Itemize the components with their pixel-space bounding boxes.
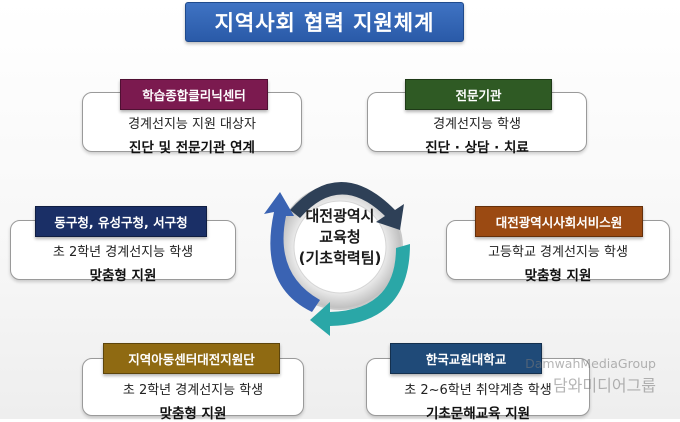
node-social-action: 맞춤형 지원 — [524, 268, 592, 284]
center-line-1: 대전광역시 — [305, 207, 375, 225]
cycle-graphic — [264, 182, 410, 336]
node-child-desc: 초 2학년 경계선지능 학생 — [122, 383, 264, 398]
node-tag-expert: 전문기관 — [405, 79, 552, 110]
cycle-arrow-dark — [290, 182, 404, 230]
center-line-2: 교육청 — [319, 228, 361, 246]
center-label: 대전광역시 교육청 (기초학력팀) — [285, 206, 395, 269]
cycle-inner — [293, 200, 387, 294]
cycle-arrow-blue — [264, 192, 320, 312]
watermark-en: DamwahMediaGroup — [525, 356, 656, 371]
node-clinic-action: 진단 및 전문기관 연계 — [129, 140, 255, 156]
node-child-action: 맞춤형 지원 — [159, 406, 227, 422]
node-knue-desc: 초 2~6학년 취약계층 학생 — [404, 383, 552, 398]
node-knue-action: 기초문해교육 지원 — [425, 406, 531, 422]
node-district-desc: 초 2학년 경계선지능 학생 — [52, 245, 194, 260]
node-tag-knue: 한국교원대학교 — [390, 343, 542, 374]
node-tag-clinic: 학습종합클리닉센터 — [120, 79, 268, 110]
node-expert-action: 진단 · 상담 · 치료 — [425, 140, 529, 156]
diagram-title: 지역사회 협력 지원체계 — [185, 2, 464, 42]
node-tag-child: 지역아동센터대전지원단 — [103, 343, 280, 374]
center-line-3: (기초학력팀) — [298, 249, 382, 267]
node-tag-social: 대전광역시사회서비스원 — [475, 206, 643, 237]
node-district-action: 맞춤형 지원 — [89, 268, 157, 284]
node-tag-district: 동구청, 유성구청, 서구청 — [35, 206, 207, 237]
watermark-ko: 담와미디어그룹 — [552, 376, 656, 395]
node-clinic-desc: 경계선지능 지원 대상자 — [128, 117, 256, 132]
node-expert-desc: 경계선지능 학생 — [433, 117, 521, 132]
node-social-desc: 고등학교 경계선지능 학생 — [488, 245, 628, 260]
cycle-arrow-teal — [310, 244, 410, 336]
